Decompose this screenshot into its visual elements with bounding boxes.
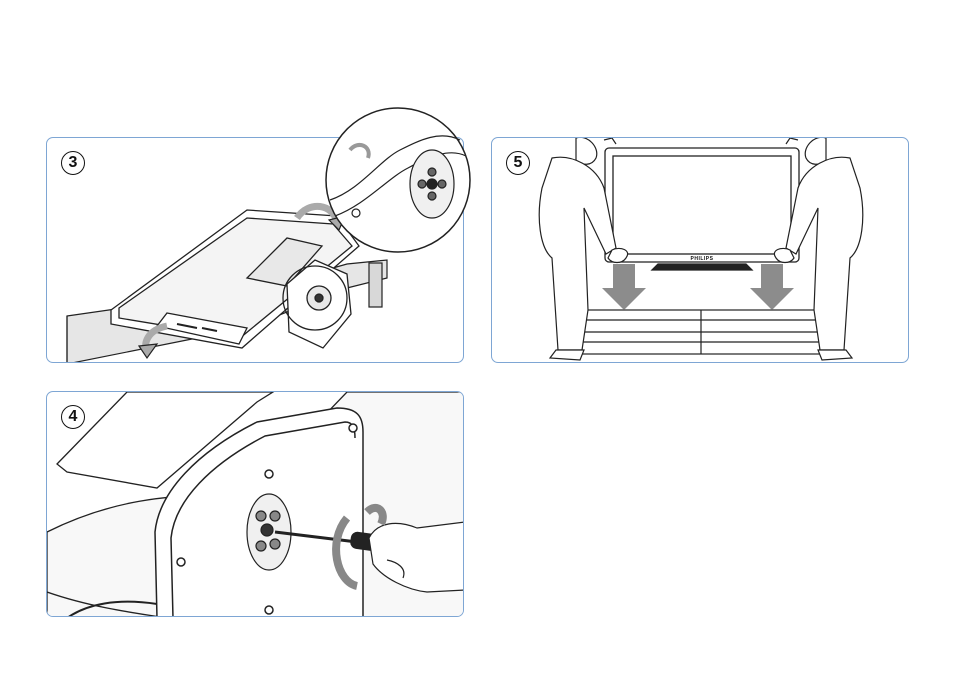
step-3-illustration [47,138,464,363]
step-4-badge: 4 [61,405,85,429]
step-3-panel: 3 [46,137,464,363]
step-4-panel: 4 [46,391,464,617]
tv-set [605,148,799,270]
step-4-illustration [47,392,464,617]
step-3-badge: 3 [61,151,85,175]
tv-brand-label: PHILIPS [691,256,714,262]
tv-cabinet [582,310,820,354]
step-5-panel: 5 PHILIPS [491,137,909,363]
down-arrow-left [602,264,646,310]
step-5-illustration: PHILIPS [492,138,909,363]
step-5-badge: 5 [506,151,530,175]
down-arrow-right [750,264,794,310]
